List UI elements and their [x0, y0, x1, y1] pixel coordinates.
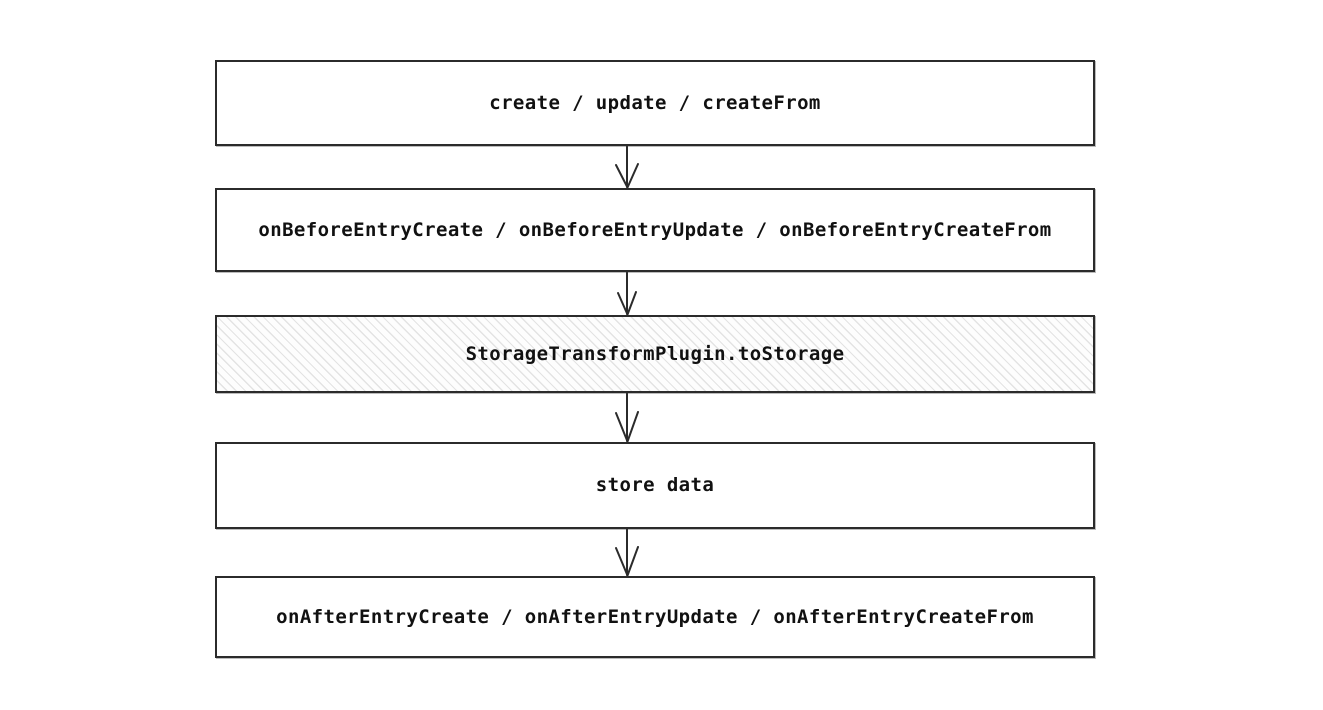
node-store-data: store data	[215, 442, 1095, 529]
node-label: create / update / createFrom	[489, 91, 821, 114]
node-before-entry-hooks: onBeforeEntryCreate / onBeforeEntryUpdat…	[215, 188, 1095, 272]
node-label: store data	[595, 474, 715, 496]
node-label: onBeforeEntryCreate / onBeforeEntryUpdat…	[258, 218, 1052, 241]
node-create-update-createfrom: create / update / createFrom	[215, 60, 1095, 146]
node-label: onAfterEntryCreate / onAfterEntryUpdate …	[276, 605, 1034, 628]
edge-store-data-to-after-hooks	[615, 528, 639, 577]
edge-before-hooks-to-to-storage	[617, 271, 637, 316]
node-after-entry-hooks: onAfterEntryCreate / onAfterEntryUpdate …	[215, 576, 1095, 658]
node-label: StorageTransformPlugin.toStorage	[465, 342, 845, 365]
edge-to-storage-to-store-data	[615, 392, 639, 443]
node-storage-transform-plugin-tostorage: StorageTransformPlugin.toStorage	[215, 315, 1095, 393]
edge-create-to-before-hooks	[615, 145, 639, 189]
